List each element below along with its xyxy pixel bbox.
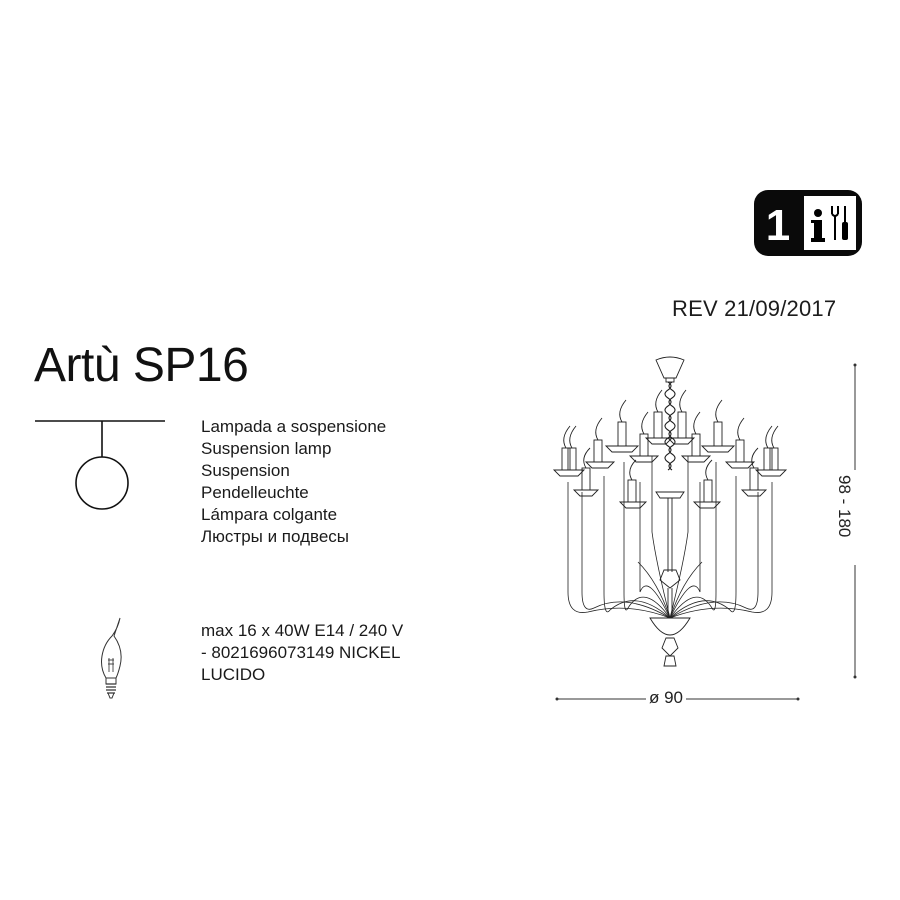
spec-power: max 16 x 40W E14 / 240 V	[201, 621, 404, 640]
badge-quantity: 1	[766, 201, 790, 250]
revision-date: REV 21/09/2017	[672, 296, 837, 321]
info-icon	[811, 209, 825, 242]
screwdriver-wrench-icon	[831, 206, 848, 240]
chandelier-line-drawing	[548, 352, 808, 672]
product-specs: max 16 x 40W E14 / 240 V - 8021696073149…	[201, 620, 403, 686]
candle-flame-bulb-icon	[96, 616, 126, 706]
description-german: Pendelleuchte	[201, 483, 309, 502]
spec-finish-cont: LUCIDO	[201, 665, 266, 684]
product-descriptions: Lampada a sospensione Suspension lamp Su…	[201, 416, 386, 548]
diameter-dimension-label: ø 90	[646, 689, 687, 707]
description-english: Suspension lamp	[201, 439, 332, 458]
description-italian: Lampada a sospensione	[201, 417, 387, 436]
quantity-info-badge: 1	[752, 188, 864, 258]
product-title: Artù SP16	[34, 339, 249, 392]
spec-ean-finish: - 8021696073149 NICKEL	[201, 643, 401, 662]
description-spanish: Lámpara colgante	[201, 505, 338, 524]
pendant-lamp-symbol-icon	[35, 415, 165, 525]
height-dimension-line	[833, 355, 863, 685]
height-dimension-label: 98 - 180	[835, 475, 854, 538]
description-russian: Люстры и подвесы	[201, 527, 350, 546]
description-french: Suspension	[201, 461, 290, 480]
